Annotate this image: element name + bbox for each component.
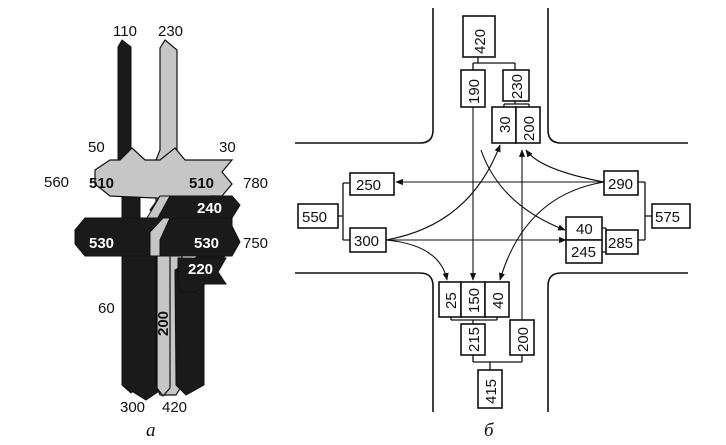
box-east-out-sum: 285 — [605, 229, 639, 255]
dark-band-light-connector — [149, 217, 171, 257]
caption-right: б — [484, 420, 495, 441]
svg-text:190: 190 — [466, 79, 483, 104]
svg-text:550: 550 — [302, 209, 327, 226]
caption-left: а — [146, 420, 156, 441]
connector-north-in — [503, 101, 530, 107]
label-top-in-right: 230 — [158, 23, 183, 40]
intersection-scheme: 420 190 230 30 200 250 550 300 — [295, 8, 691, 441]
label-north-left-turn: 30 — [219, 139, 236, 156]
svg-text:285: 285 — [608, 235, 633, 252]
connector-north — [472, 57, 516, 70]
box-north-total: 420 — [462, 15, 496, 58]
svg-text:290: 290 — [608, 176, 633, 193]
label-east-in-total: 780 — [243, 175, 268, 192]
svg-text:30: 30 — [497, 116, 514, 133]
flow-east-to-north-turn — [525, 149, 605, 183]
svg-text:420: 420 — [472, 29, 489, 54]
label-east-out-total: 750 — [243, 235, 268, 252]
label-east-in-inner: 510 — [189, 175, 214, 192]
svg-text:40: 40 — [576, 221, 593, 238]
svg-text:215: 215 — [466, 327, 483, 352]
connector-south-out — [450, 317, 498, 324]
label-west-out-total: 560 — [44, 174, 69, 191]
box-west-total: 550 — [297, 203, 339, 229]
box-south-out-b: 150 — [460, 281, 486, 318]
box-south-total: 415 — [477, 369, 503, 409]
connector-west — [338, 182, 350, 241]
box-south-out-c: 40 — [484, 281, 510, 318]
box-east-total: 575 — [651, 203, 691, 229]
road-edge-nw — [295, 8, 434, 144]
box-west-out: 250 — [349, 172, 395, 196]
road-edge-sw — [295, 272, 434, 412]
svg-text:575: 575 — [655, 209, 680, 226]
label-west-left-turn: 220 — [188, 261, 213, 278]
svg-text:200: 200 — [515, 327, 532, 352]
box-east-out-b: 245 — [565, 239, 603, 264]
svg-text:25: 25 — [443, 292, 460, 309]
svg-text:245: 245 — [571, 244, 596, 261]
svg-text:415: 415 — [483, 379, 500, 404]
label-east-left-turn: 240 — [197, 200, 222, 217]
label-bottom-in-right: 420 — [162, 399, 187, 416]
label-west-in-inner: 530 — [89, 235, 114, 252]
box-north-out: 190 — [460, 69, 486, 108]
flow-west-to-north-turn — [385, 144, 501, 241]
flow-east-to-south-turn — [499, 181, 605, 281]
svg-text:200: 200 — [521, 116, 538, 141]
road-edge-se — [547, 272, 688, 412]
box-north-in-through: 200 — [515, 106, 541, 144]
svg-text:230: 230 — [509, 74, 526, 99]
road-edge-ne — [547, 8, 688, 144]
box-east-in: 290 — [603, 170, 639, 196]
flow-cartogram: 110 230 50 30 560 510 510 780 240 530 53… — [44, 23, 268, 441]
label-west-right-turn: 60 — [98, 300, 115, 317]
box-north-in: 230 — [502, 69, 530, 102]
connector-east — [638, 181, 652, 241]
box-south-out-a: 25 — [438, 281, 462, 318]
label-west-out-inner: 510 — [89, 175, 114, 192]
box-north-in-left: 30 — [491, 106, 517, 144]
label-north-right-turn: 50 — [88, 139, 105, 156]
flow-north-to-east-turn — [480, 149, 566, 231]
svg-text:300: 300 — [354, 233, 379, 250]
flow-west-to-south-turn — [385, 239, 449, 281]
connector-south — [472, 355, 523, 370]
svg-text:250: 250 — [356, 177, 381, 194]
west-left-turn-220-band — [177, 257, 227, 293]
svg-text:150: 150 — [466, 288, 483, 313]
box-south-out-sum: 215 — [460, 323, 486, 356]
box-west-in: 300 — [349, 227, 387, 253]
box-east-out-a: 40 — [565, 216, 603, 241]
svg-text:40: 40 — [490, 292, 507, 309]
label-south-through: 200 — [155, 311, 172, 336]
label-east-out-inner: 530 — [194, 235, 219, 252]
label-bottom-out-left: 300 — [120, 399, 145, 416]
label-top-in-left: 110 — [113, 23, 137, 40]
box-south-in: 200 — [509, 319, 535, 356]
